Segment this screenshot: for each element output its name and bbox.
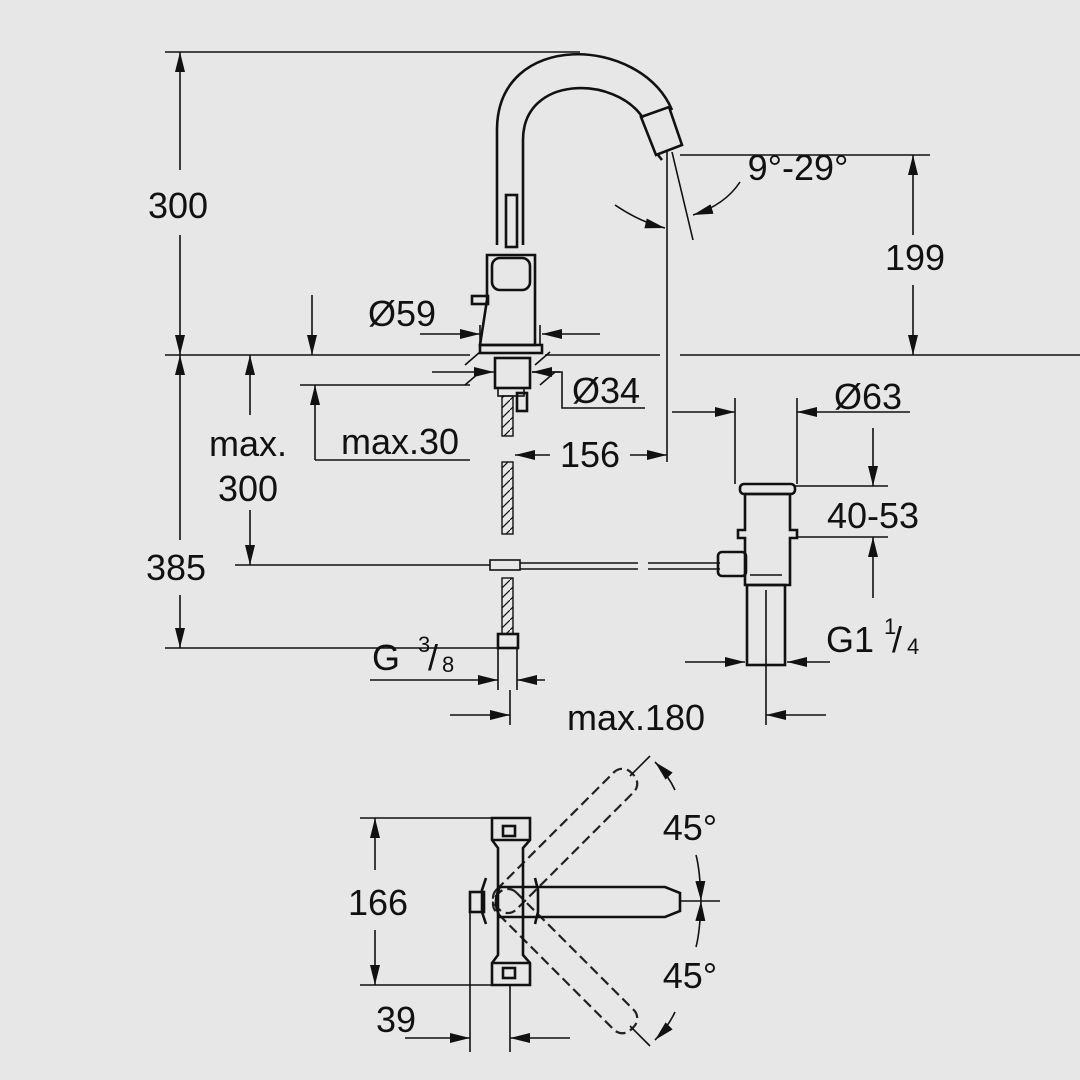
pop-up-drain <box>716 482 799 667</box>
connection-numerator: 3 <box>418 632 430 657</box>
deck-thickness-label: max.30 <box>341 421 459 462</box>
drain-thread-denominator: 4 <box>907 634 919 659</box>
dim-deck-thickness: max.30 <box>300 384 470 462</box>
total-height-label: 300 <box>148 185 208 226</box>
dim-spout-reach: 156 <box>515 434 667 475</box>
hose-length-label-1: max. <box>209 423 287 464</box>
connection-label: G <box>372 637 400 678</box>
dim-spout-angle: 9°-29° <box>614 147 849 229</box>
dim-spout-height: 199 <box>885 155 945 355</box>
dim-drain-diameter: Ø63 <box>672 376 910 484</box>
spout-height-label: 199 <box>885 237 945 278</box>
dim-rod-distance: max.180 <box>450 590 826 738</box>
supply-hose <box>489 395 521 650</box>
dim-drain-height: 40-53 <box>795 428 919 598</box>
dim-hose-length: max. 300 <box>209 355 287 565</box>
connection-slash: / <box>428 637 438 678</box>
connection-denominator: 8 <box>442 652 454 677</box>
hose-length-label-2: 300 <box>218 468 278 509</box>
below-deck-label: 385 <box>146 547 206 588</box>
drain-thread-slash: / <box>892 619 902 660</box>
drain-thread-label: G1 <box>826 619 874 660</box>
dim-total-height: 300 <box>148 52 208 355</box>
faucet-side-view <box>470 52 684 413</box>
base-diameter-label: Ø59 <box>368 293 436 334</box>
dim-base-diameter: Ø59 <box>307 293 600 355</box>
pull-rod <box>520 562 720 570</box>
swivel-angle-top-label: 45° <box>663 807 717 848</box>
faucet-top-view <box>468 767 682 1035</box>
dim-drain-thread: G1 1 / 4 <box>685 614 919 667</box>
spout-angle-label: 9°-29° <box>748 147 849 188</box>
dim-swivel-angle: 45° 45° <box>629 755 720 1047</box>
spout-reach-label: 156 <box>560 434 620 475</box>
dim-top-offset: 39 <box>376 905 570 1052</box>
drain-diameter-label: Ø63 <box>834 376 902 417</box>
rod-distance-label: max.180 <box>567 697 705 738</box>
drain-height-label: 40-53 <box>827 495 919 536</box>
extension-lines <box>165 51 1080 649</box>
hole-diameter-label: Ø34 <box>572 370 640 411</box>
top-offset-label: 39 <box>376 999 416 1040</box>
dim-hole-diameter: Ø34 <box>432 351 645 411</box>
dim-top-depth: 166 <box>348 817 520 986</box>
dim-below-deck: 385 <box>146 355 206 648</box>
drain-thread-numerator: 1 <box>884 614 896 639</box>
dim-connection-thread: G 3 / 8 <box>370 632 545 690</box>
top-depth-label: 166 <box>348 882 408 923</box>
swivel-angle-bottom-label: 45° <box>663 955 717 996</box>
